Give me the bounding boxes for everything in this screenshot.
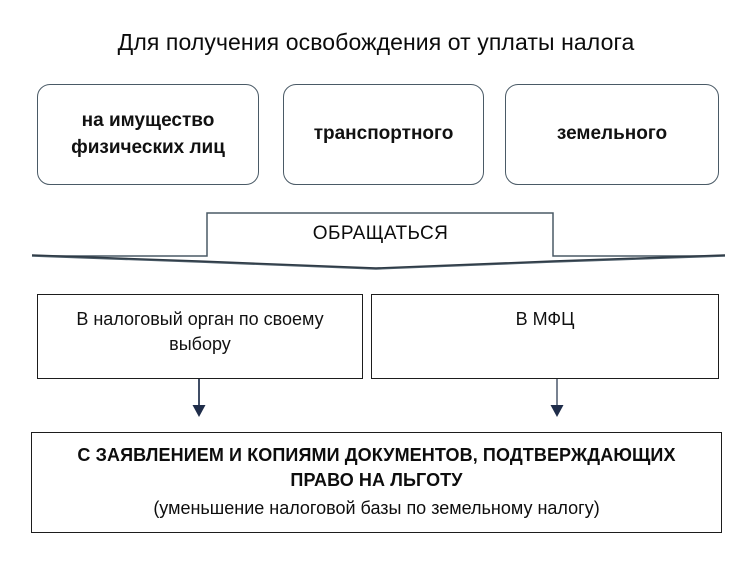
final-statement-box: С ЗАЯВЛЕНИЕМ И КОПИЯМИ ДОКУМЕНТОВ, ПОДТВ… <box>31 432 722 533</box>
down-arrow-icon <box>550 379 564 417</box>
page-title: Для получения освобождения от уплаты нал… <box>117 29 635 55</box>
tax-type-label: транспортного <box>313 123 454 145</box>
destination-label: В МФЦ <box>515 309 575 329</box>
destination-label: В налоговый орган по своему выбору <box>76 309 324 354</box>
ribbon-label: ОБРАЩАТЬСЯ <box>312 223 449 244</box>
tax-type-box-transport: транспортного <box>283 84 484 185</box>
destination-box-tax-authority: В налоговый орган по своему выбору <box>37 294 363 379</box>
tax-type-label: земельного <box>556 123 668 145</box>
ribbon-shape-icon <box>0 200 752 280</box>
tax-type-box-land: земельного <box>505 84 719 185</box>
destination-box-mfc: В МФЦ <box>371 294 719 379</box>
final-statement-line-3: (уменьшение налоговой базы по земельному… <box>153 498 600 519</box>
ribbon-banner <box>0 200 752 280</box>
down-arrow-icon <box>192 379 206 417</box>
final-statement-line-2: ПРАВО НА ЛЬГОТУ <box>290 470 463 491</box>
final-statement-line-1: С ЗАЯВЛЕНИЕМ И КОПИЯМИ ДОКУМЕНТОВ, ПОДТВ… <box>77 445 676 465</box>
